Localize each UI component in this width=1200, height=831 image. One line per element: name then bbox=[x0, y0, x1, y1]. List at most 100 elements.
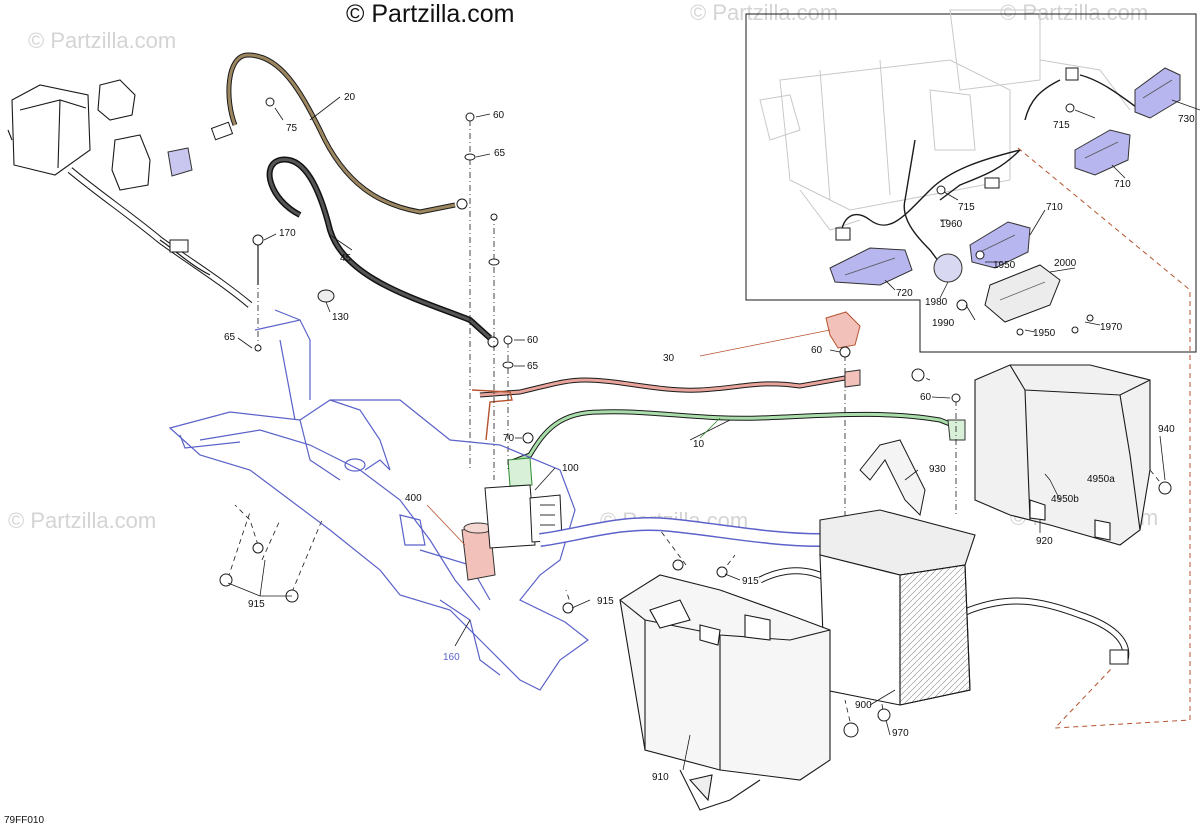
inset-connector bbox=[1065, 67, 1079, 81]
inset-screw bbox=[956, 299, 968, 311]
inset-lamp-710-upper bbox=[1074, 129, 1131, 176]
callout-60: 60 bbox=[493, 110, 505, 121]
callout-940: 940 bbox=[1158, 424, 1175, 435]
red-cable-lug bbox=[471, 389, 513, 441]
inset-screw bbox=[1086, 314, 1094, 322]
cable-boot bbox=[210, 121, 234, 141]
callout-160: 160 bbox=[443, 652, 460, 663]
inset-lamp-710-lower bbox=[969, 221, 1031, 269]
harness-connector bbox=[169, 239, 189, 253]
callout-920: 920 bbox=[1036, 536, 1053, 547]
red-cable-end-bracket bbox=[844, 369, 861, 388]
watermark: © Partzilla.com bbox=[1000, 0, 1149, 25]
inset-screw bbox=[975, 250, 985, 260]
callout-2000: 2000 bbox=[1054, 258, 1077, 269]
inset-connector bbox=[835, 227, 851, 241]
callout-715: 715 bbox=[958, 202, 975, 213]
callout-710: 710 bbox=[1046, 202, 1063, 213]
fasteners bbox=[219, 97, 1172, 738]
cable-30 bbox=[479, 375, 846, 398]
battery-strap-930 bbox=[859, 439, 926, 517]
callout-60: 60 bbox=[811, 345, 823, 356]
callout-720: 720 bbox=[896, 288, 913, 299]
terminal-cap bbox=[167, 147, 193, 177]
callout-730: 730 bbox=[1178, 114, 1195, 125]
battery-cover-920 bbox=[974, 364, 1151, 546]
cable-30 bbox=[479, 376, 846, 397]
positive-terminal-boot bbox=[825, 311, 861, 349]
callout-1990: 1990 bbox=[932, 318, 955, 329]
green-cable-end-bracket bbox=[947, 419, 966, 441]
callout-65: 65 bbox=[527, 361, 539, 372]
leader-100 bbox=[534, 467, 556, 491]
watermark: © Partzilla.com bbox=[690, 0, 839, 25]
callout-1980: 1980 bbox=[925, 297, 948, 308]
copyright-text: © Partzilla.com bbox=[346, 0, 515, 28]
main-harness-left bbox=[68, 168, 252, 307]
callout-45: 45 bbox=[340, 253, 352, 264]
watermark: © Partzilla.com bbox=[28, 28, 177, 53]
callout-930: 930 bbox=[929, 464, 946, 475]
inset-screw bbox=[1016, 328, 1024, 336]
inset-grommet-1980 bbox=[933, 253, 963, 283]
callout-170: 170 bbox=[279, 228, 296, 239]
callout-1950: 1950 bbox=[993, 260, 1016, 271]
harness-branch bbox=[159, 239, 211, 276]
inset-screw bbox=[1065, 103, 1075, 113]
solenoid-400 bbox=[461, 522, 496, 581]
callout-915: 915 bbox=[597, 596, 614, 607]
watermark: © Partzilla.com bbox=[8, 508, 157, 533]
callout-910: 910 bbox=[652, 772, 669, 783]
cable-20 bbox=[226, 52, 456, 215]
callout-75: 75 bbox=[286, 123, 298, 134]
callout-leaders bbox=[227, 96, 1166, 771]
callout-65: 65 bbox=[494, 148, 506, 159]
cable-20 bbox=[227, 53, 456, 214]
cable-terminal bbox=[456, 198, 468, 210]
fuse-box-assembly bbox=[7, 79, 151, 191]
callout-710: 710 bbox=[1114, 179, 1131, 190]
battery-900 bbox=[819, 509, 976, 706]
callout-100: 100 bbox=[562, 463, 579, 474]
inset-screw bbox=[1071, 326, 1079, 334]
callout-400: 400 bbox=[405, 493, 422, 504]
figure-code: 79FF010 bbox=[4, 815, 45, 826]
cable-45 bbox=[268, 158, 492, 340]
callout-20: 20 bbox=[344, 92, 356, 103]
callout-970: 970 bbox=[892, 728, 909, 739]
inset-connector bbox=[984, 177, 1000, 189]
callout-915: 915 bbox=[742, 576, 759, 587]
inset-lamp-730 bbox=[1134, 67, 1181, 119]
callout-130: 130 bbox=[332, 312, 349, 323]
callout-1950: 1950 bbox=[1033, 328, 1056, 339]
inset-ghost-battery-box bbox=[759, 9, 1131, 231]
callout-leader-30 bbox=[699, 329, 831, 357]
callout-915: 915 bbox=[248, 599, 265, 610]
callout-715: 715 bbox=[1053, 120, 1070, 131]
callout-4950b: 4950b bbox=[1051, 494, 1079, 505]
cable-terminal bbox=[487, 336, 499, 348]
inset-leaders bbox=[884, 99, 1200, 333]
callout-60: 60 bbox=[920, 392, 932, 403]
callout-70: 70 bbox=[503, 433, 515, 444]
battery-tray-910 bbox=[619, 574, 831, 811]
cable-45 bbox=[266, 156, 493, 341]
inset-frame bbox=[745, 13, 1197, 353]
inset-lamp-720 bbox=[829, 247, 913, 286]
callout-leader-10 bbox=[699, 417, 721, 439]
inset-wiring bbox=[841, 74, 1141, 271]
leader-400 bbox=[426, 504, 466, 546]
callout-900: 900 bbox=[855, 700, 872, 711]
callout-4950a: 4950a bbox=[1087, 474, 1115, 485]
callout-30: 30 bbox=[663, 353, 675, 364]
inset-bracket-2000 bbox=[984, 264, 1061, 323]
inset-reference-leader bbox=[1017, 147, 1191, 729]
callout-1960: 1960 bbox=[940, 219, 963, 230]
green-cable-bracket bbox=[507, 457, 533, 487]
callout-1970: 1970 bbox=[1100, 322, 1123, 333]
callout-60: 60 bbox=[527, 335, 539, 346]
callout-65: 65 bbox=[224, 332, 236, 343]
callout-10: 10 bbox=[693, 439, 705, 450]
